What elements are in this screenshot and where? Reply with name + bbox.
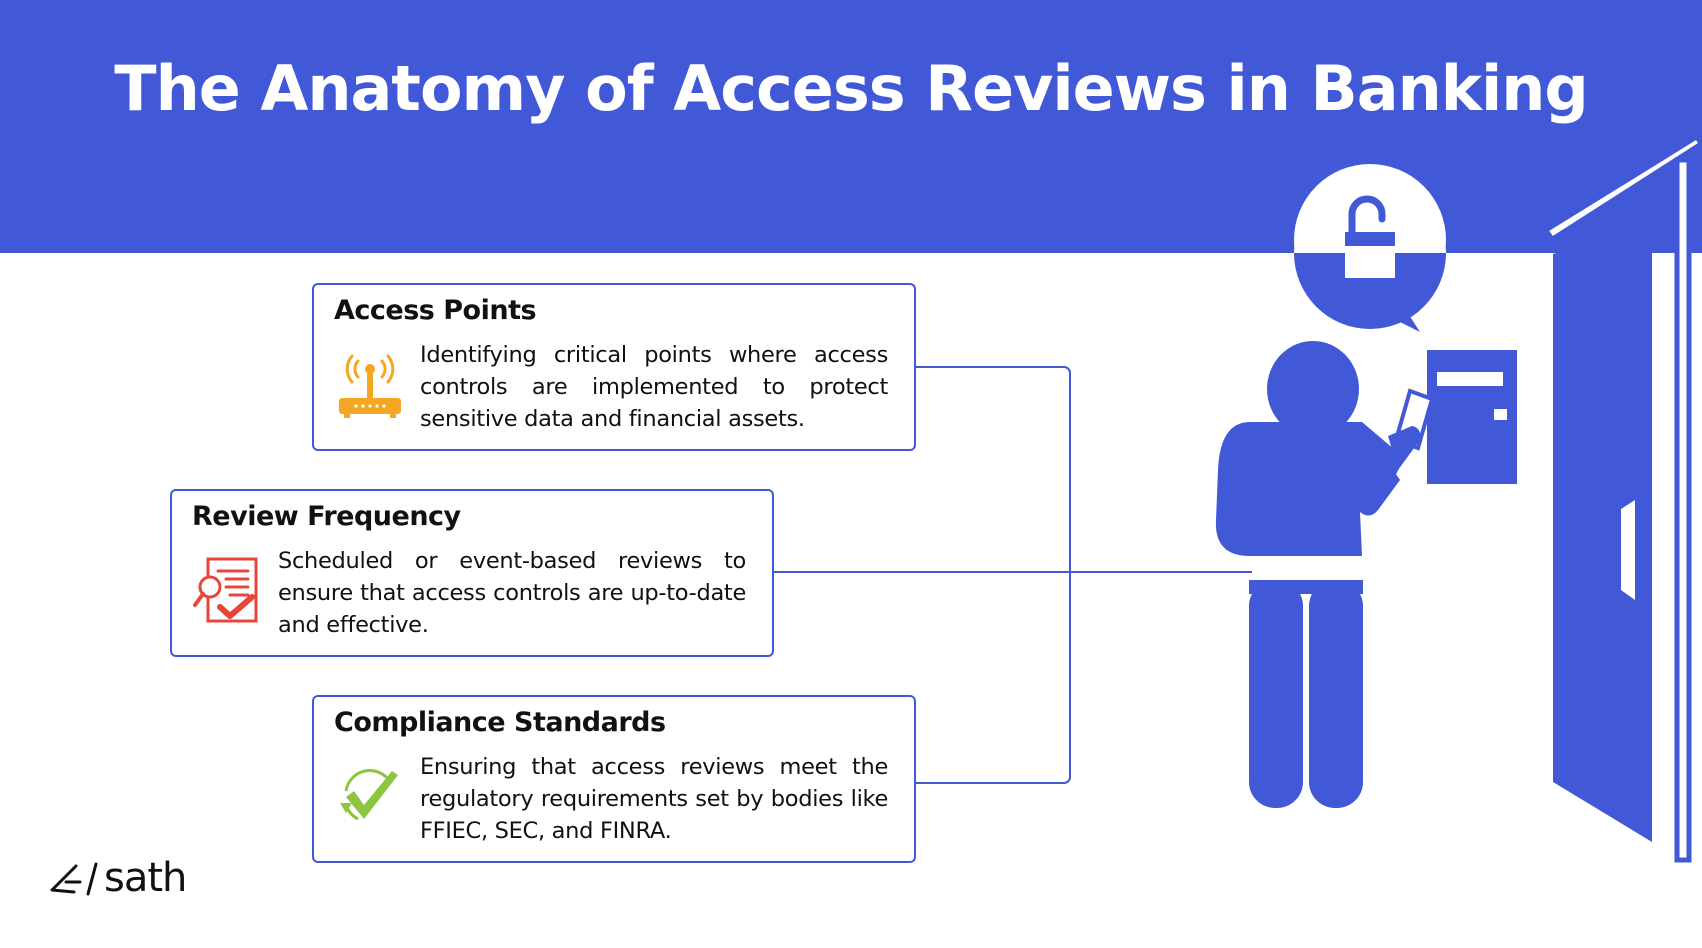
- card-review-frequency: Review Frequency Scheduled or event-base…: [170, 489, 774, 657]
- person-with-access-card-icon: [1215, 341, 1435, 808]
- page-title: The Anatomy of Access Reviews in Banking: [114, 52, 1588, 125]
- card-title: Compliance Standards: [334, 707, 666, 738]
- card-title: Access Points: [334, 295, 537, 326]
- unlocked-padlock-icon: [1294, 164, 1446, 332]
- logo-text: sath: [104, 855, 187, 901]
- card-compliance-standards: Compliance Standards Ensuring that acces…: [312, 695, 916, 863]
- open-door-icon: [1542, 133, 1702, 863]
- connector-top: [916, 366, 1071, 784]
- card-title: Review Frequency: [192, 501, 461, 532]
- card-description: Identifying critical points where access…: [420, 342, 888, 432]
- document-review-icon: [190, 553, 266, 629]
- card-access-points: Access Points Identifying critical point…: [312, 283, 916, 451]
- logo-mark-icon: [50, 862, 98, 896]
- checkmark-icon: [332, 759, 408, 835]
- wifi-router-icon: [332, 347, 408, 423]
- card-description: Ensuring that access reviews meet the re…: [420, 754, 888, 844]
- sath-logo: sath: [48, 855, 187, 901]
- card-description: Scheduled or event-based reviews to ensu…: [278, 548, 746, 638]
